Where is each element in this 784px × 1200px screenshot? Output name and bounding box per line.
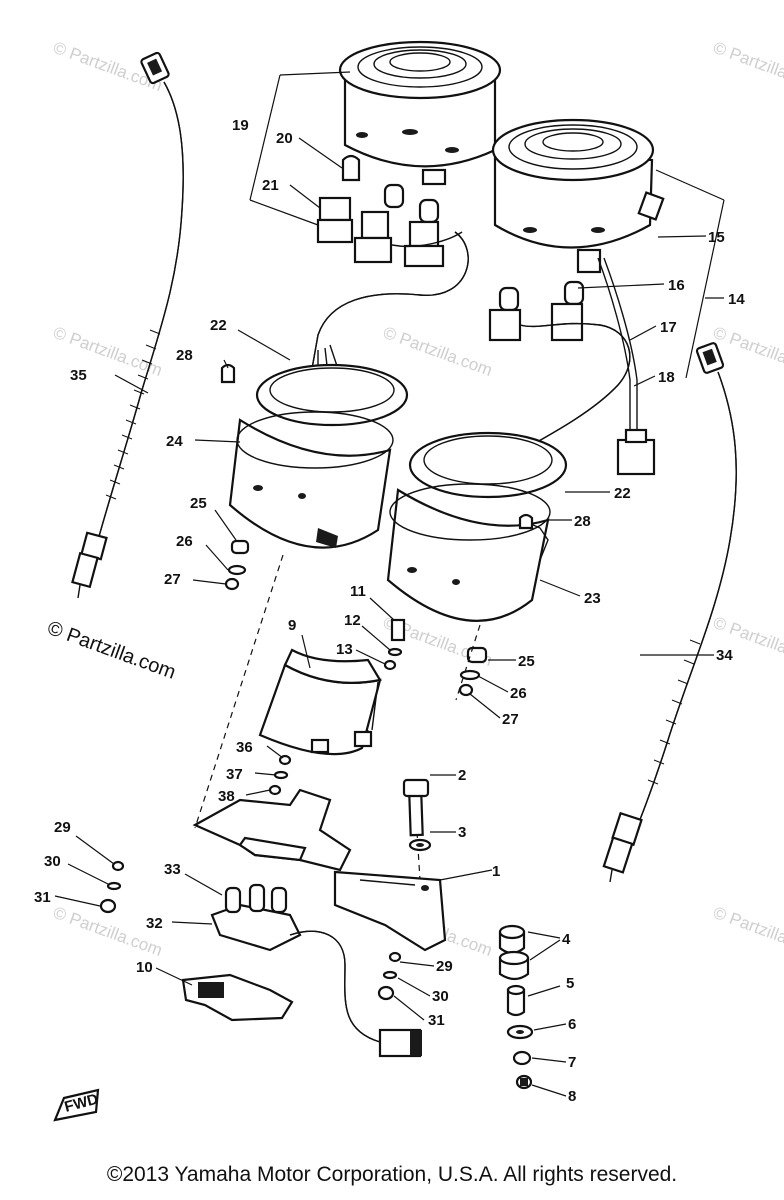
callout-14: 14 — [728, 291, 745, 308]
callout-27-left: 27 — [164, 571, 181, 588]
callout-15: 15 — [708, 229, 725, 246]
callout-28-left: 28 — [176, 347, 193, 364]
copyright-notice: ©2013 Yamaha Motor Corporation, U.S.A. A… — [106, 1163, 678, 1186]
callout-17: 17 — [660, 319, 677, 336]
callout-7: 7 — [568, 1054, 576, 1071]
callout-30-right: 30 — [432, 988, 449, 1005]
cable-ribbing — [105, 329, 161, 500]
faint-watermark: © Partzilla.com — [711, 323, 784, 380]
callout-11: 11 — [350, 583, 366, 600]
callout-28-right: 28 — [574, 513, 591, 530]
faint-watermark: © Partzilla.com — [381, 323, 495, 380]
callout-29-right: 29 — [436, 958, 453, 975]
screw-and-grommets-right — [458, 646, 488, 697]
alignment-lines — [194, 554, 481, 881]
faint-watermark: © Partzilla.com — [711, 38, 784, 95]
meter-assembly-right — [491, 118, 725, 379]
callout-labels: 1 2 3 4 5 6 7 8 9 10 11 12 13 14 15 16 1… — [34, 117, 745, 1105]
callout-13: 13 — [336, 641, 353, 658]
bulb-sockets-left — [316, 154, 463, 268]
callout-31-left: 31 — [34, 889, 51, 906]
front-direction-marker: FWD — [53, 1088, 100, 1122]
meter-assembly-left — [249, 40, 502, 226]
callout-6: 6 — [568, 1016, 576, 1033]
callout-26-right: 26 — [510, 685, 527, 702]
callout-32: 32 — [146, 915, 163, 932]
callout-26-left: 26 — [176, 533, 193, 550]
callout-34: 34 — [716, 647, 733, 664]
callout-20: 20 — [276, 130, 293, 147]
callout-31-right: 31 — [428, 1012, 445, 1029]
cable-ribbing — [647, 639, 701, 785]
callout-25-left: 25 — [190, 495, 207, 512]
callout-22-left: 22 — [210, 317, 227, 334]
callout-27-right: 27 — [502, 711, 519, 728]
callout-24: 24 — [166, 433, 183, 450]
callout-3: 3 — [458, 824, 466, 841]
bracket-hardware-right — [377, 951, 402, 1001]
callout-4: 4 — [562, 931, 571, 948]
callout-19: 19 — [232, 117, 249, 134]
callout-30-left: 30 — [44, 853, 61, 870]
speedometer-cable — [71, 51, 184, 599]
callout-22-right: 22 — [614, 485, 631, 502]
callout-5: 5 — [566, 975, 574, 992]
callout-9: 9 — [288, 617, 296, 634]
callout-23: 23 — [584, 590, 601, 607]
callout-33: 33 — [164, 861, 181, 878]
callout-1: 1 — [492, 863, 500, 880]
callout-38: 38 — [218, 788, 235, 805]
indicator-sockets — [210, 883, 422, 1058]
callout-37: 37 — [226, 766, 243, 783]
callout-21: 21 — [262, 177, 279, 194]
bracket-hardware-left — [99, 860, 125, 914]
callout-35: 35 — [70, 367, 87, 384]
callout-2: 2 — [458, 767, 466, 784]
callout-8: 8 — [568, 1088, 576, 1105]
meter-case-right — [386, 431, 568, 622]
tachometer-cable — [602, 342, 737, 883]
callout-36: 36 — [236, 739, 253, 756]
callout-29-left: 29 — [54, 819, 71, 836]
callout-16: 16 — [668, 277, 685, 294]
callout-10: 10 — [136, 959, 153, 976]
meter-bracket — [192, 778, 447, 952]
meter-case-left — [228, 363, 409, 549]
leader-lines — [54, 137, 724, 1097]
indicator-lens-panel — [181, 973, 294, 1022]
bulb-sockets-right — [488, 257, 656, 476]
callout-18: 18 — [658, 369, 675, 386]
callout-25-right: 25 — [518, 653, 535, 670]
faint-watermark: © Partzilla.com — [711, 903, 784, 960]
callout-12: 12 — [344, 612, 361, 629]
damper-stack — [498, 924, 534, 1090]
indicator-housing — [258, 618, 406, 796]
